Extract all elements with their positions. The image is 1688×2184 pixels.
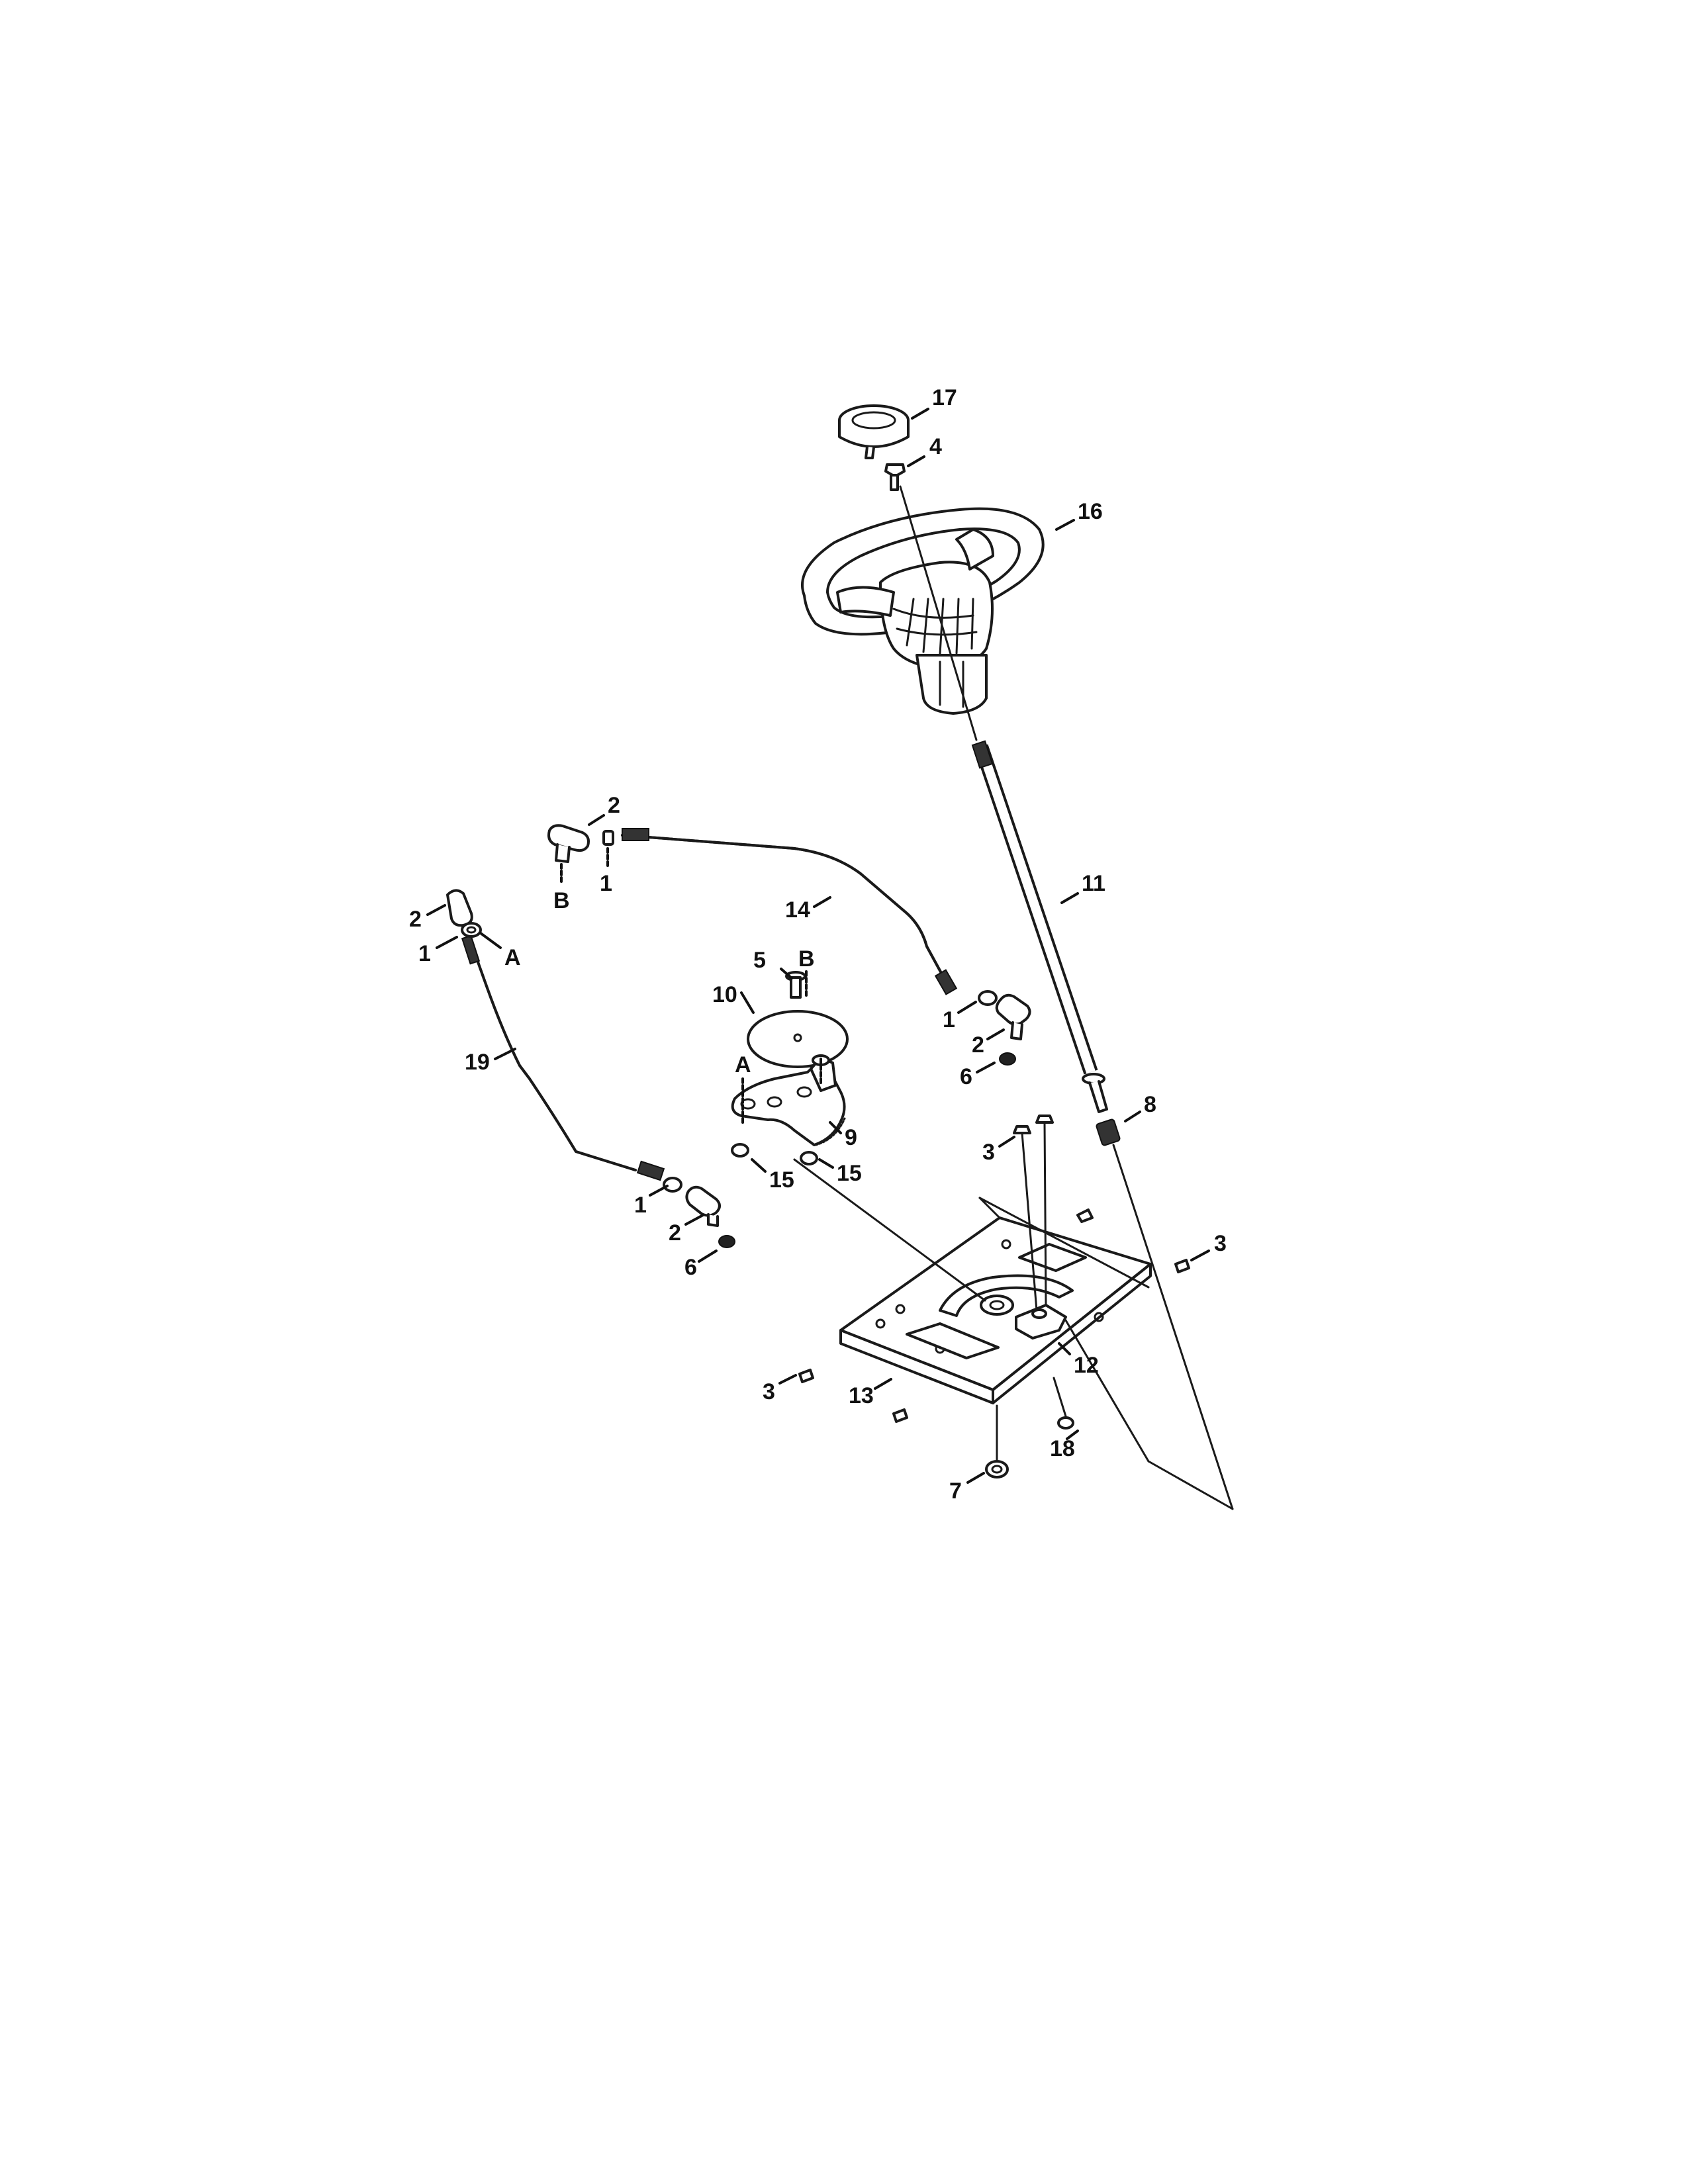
part-3-bolt-top-a	[1013, 1125, 1038, 1312]
part-7-nut	[985, 1404, 1009, 1479]
part-18-nut	[1053, 1377, 1074, 1430]
part-11-steering-shaft	[971, 740, 1108, 1113]
part-2-ball-joint-top	[547, 824, 614, 863]
part-17-steering-cap	[838, 404, 910, 459]
callout-8: 8	[1144, 1092, 1156, 1117]
callout-1-top: 1	[600, 871, 612, 896]
callout-1-left: 1	[418, 941, 431, 966]
part-3-bolt-mid	[1076, 1208, 1094, 1223]
callout-6-low: 6	[684, 1255, 697, 1280]
callout-a-mid: A	[735, 1052, 751, 1077]
part-15-nut-a	[731, 1143, 749, 1158]
callout-b-left: B	[553, 888, 570, 913]
part-10-plate	[747, 1010, 849, 1068]
callout-2-low: 2	[669, 1220, 681, 1246]
part-2-ball-joint-lower	[663, 1177, 735, 1248]
callout-12: 12	[1074, 1353, 1099, 1378]
part-19-tie-rod	[461, 934, 665, 1181]
callout-a-left: A	[504, 945, 521, 970]
callout-1-right: 1	[943, 1007, 955, 1032]
leader-lines	[426, 408, 1210, 1484]
callout-11: 11	[1082, 871, 1105, 896]
callout-13: 13	[849, 1383, 874, 1408]
part-13-steering-plate	[793, 1158, 1152, 1404]
callout-2-left: 2	[409, 907, 422, 932]
part-4-screw	[884, 463, 906, 491]
callout-15-b: 15	[769, 1167, 794, 1193]
callout-b-mid: B	[798, 946, 815, 972]
callout-9: 9	[845, 1125, 857, 1150]
callout-5: 5	[753, 948, 766, 973]
callout-3-left: 3	[763, 1379, 775, 1404]
part-14-drag-link	[621, 828, 958, 995]
part-9-sector-gear	[731, 1054, 846, 1146]
callout-2-right: 2	[972, 1032, 984, 1058]
part-3-bolt-lower	[892, 1408, 908, 1423]
callout-7: 7	[949, 1479, 962, 1504]
part-8-pinion-gear	[1096, 1118, 1121, 1146]
callout-3-top: 3	[982, 1140, 995, 1165]
callout-10: 10	[712, 982, 737, 1007]
callout-4: 4	[929, 434, 942, 459]
callout-6-right: 6	[960, 1064, 972, 1089]
part-16-steering-wheel	[801, 507, 1045, 715]
part-2-ball-joint-left	[446, 889, 482, 938]
callout-1-low: 1	[634, 1193, 647, 1218]
part-3-bolt-left	[798, 1369, 814, 1383]
part-2-ball-joint-right	[978, 990, 1031, 1066]
part-3-bolt-top-b	[1035, 1115, 1054, 1306]
callout-2-top: 2	[608, 793, 620, 818]
callout-17: 17	[932, 385, 957, 410]
callout-3-right: 3	[1214, 1231, 1227, 1256]
part-15-nut-b	[800, 1151, 818, 1165]
callout-labels: 17 4 16 11 2 1 B 14 2 1 A 5 B 10 A 1 2 6…	[409, 385, 1227, 1504]
callout-16: 16	[1078, 499, 1103, 524]
part-3-bolt-right	[1174, 1259, 1190, 1273]
callout-14: 14	[785, 897, 810, 923]
callout-18: 18	[1050, 1436, 1075, 1461]
callout-15-a: 15	[837, 1161, 862, 1186]
callout-19: 19	[465, 1050, 490, 1075]
